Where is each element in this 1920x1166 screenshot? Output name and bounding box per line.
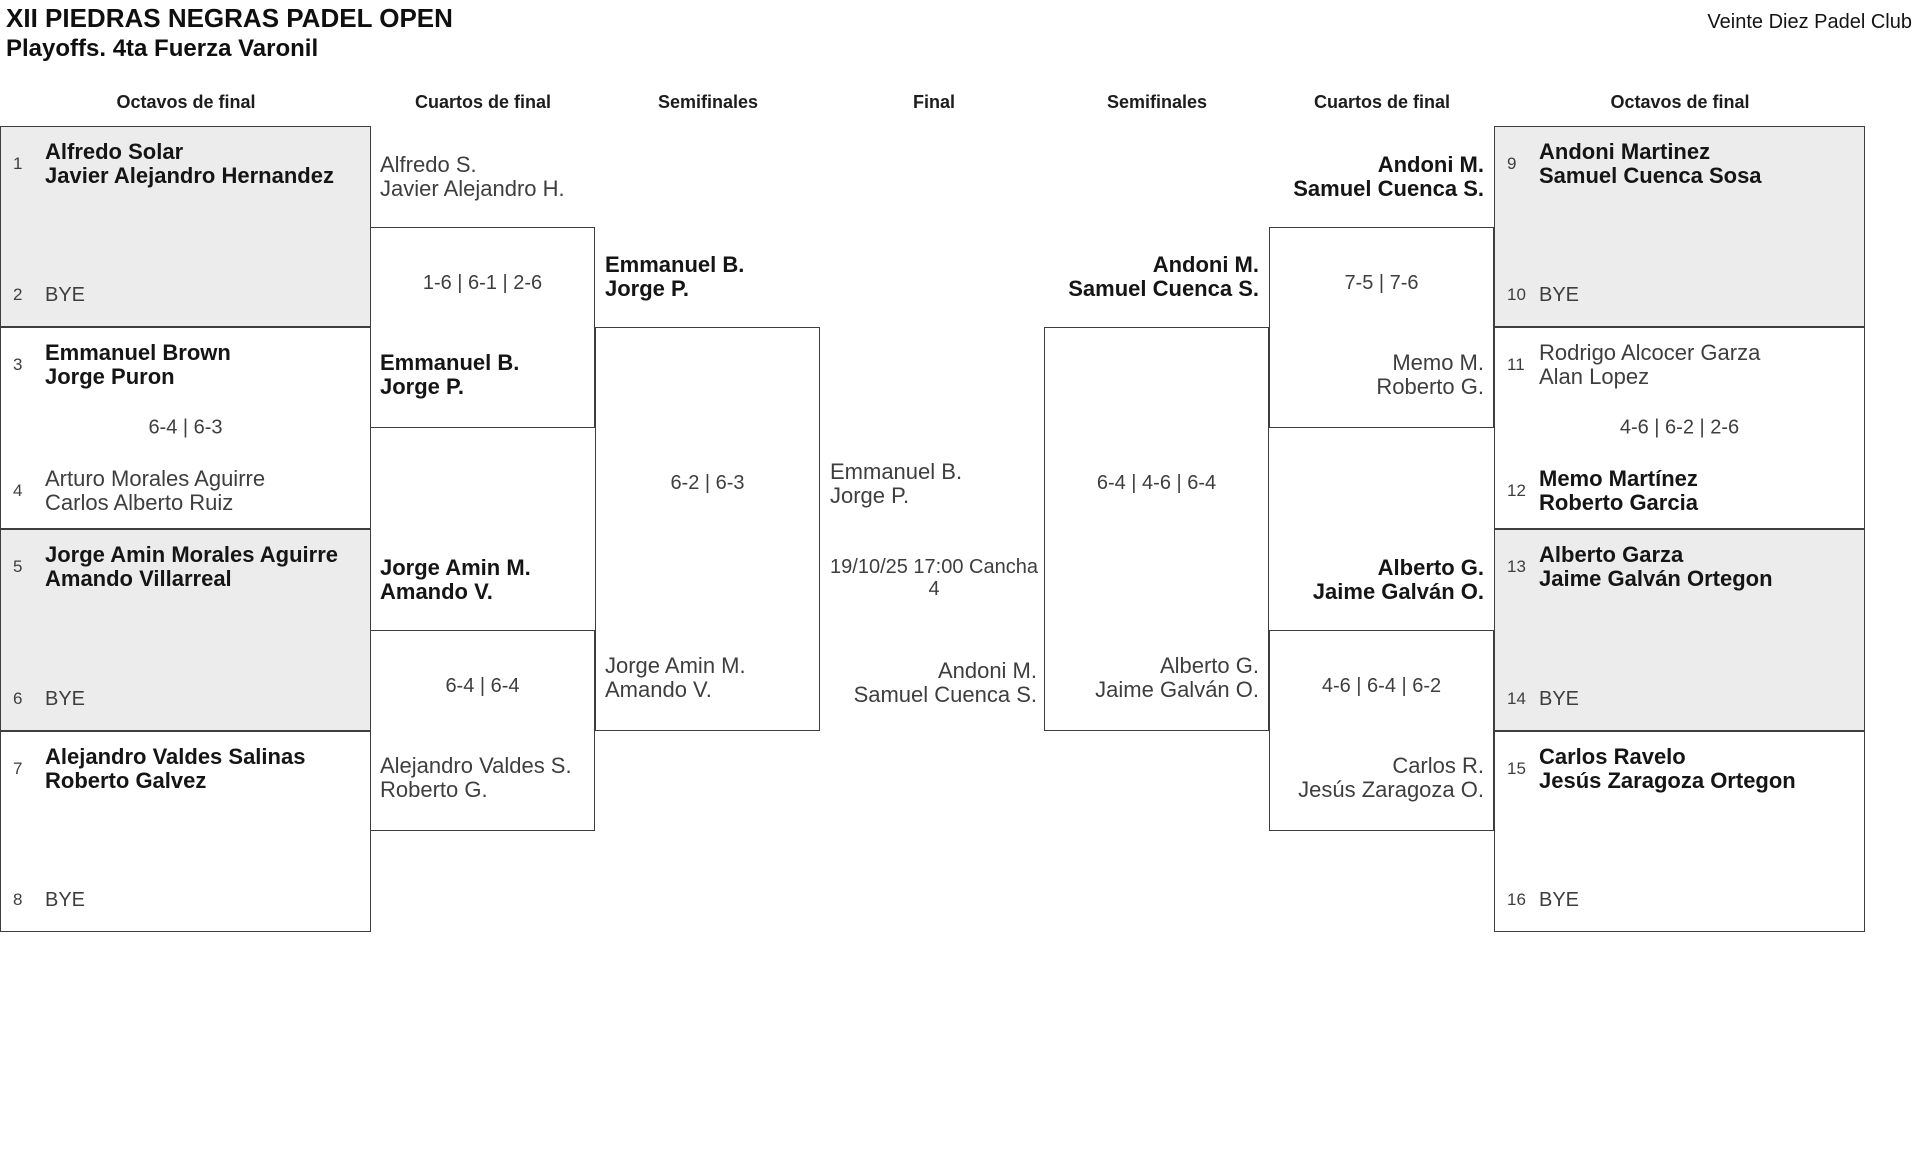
round-header-semis-left: Semifinales bbox=[657, 92, 759, 112]
team-names: Andoni M.Samuel Cuenca S. bbox=[853, 658, 1037, 707]
team-names: Andoni M.Samuel Cuenca S. bbox=[1068, 252, 1259, 301]
team-names: BYE bbox=[45, 688, 86, 710]
team-names: Jorge Amin M.Amando V. bbox=[380, 555, 531, 604]
team-names: Alberto G.Jaime Galván O. bbox=[1312, 555, 1484, 604]
tournament-title-block: XII PIEDRAS NEGRAS PADEL OPEN Playoffs. … bbox=[6, 3, 453, 64]
round-header-cuartos-right: Cuartos de final bbox=[1313, 92, 1451, 112]
team-names: BYE bbox=[1539, 889, 1580, 911]
team-names: Emmanuel B.Jorge P. bbox=[605, 252, 745, 301]
tournament-subtitle: Playoffs. 4ta Fuerza Varonil bbox=[6, 35, 319, 62]
tournament-title: XII PIEDRAS NEGRAS PADEL OPEN bbox=[6, 3, 453, 33]
seed-number: 10 bbox=[1507, 285, 1526, 304]
team-row: 14 BYE bbox=[1507, 687, 1856, 711]
seed-number: 4 bbox=[13, 481, 23, 500]
round-header-octavos-left: Octavos de final bbox=[116, 92, 256, 112]
match-qf-3[interactable]: Andoni M.Samuel Cuenca S. 7-5 | 7-6 Memo… bbox=[1269, 153, 1494, 428]
seed-number: 14 bbox=[1507, 689, 1526, 708]
match-sf-2[interactable]: Andoni M.Samuel Cuenca S. 6-4 | 4-6 | 6-… bbox=[1044, 253, 1269, 731]
round-header-final: Final bbox=[912, 92, 955, 112]
team-row: 2 BYE bbox=[13, 283, 362, 307]
match-score: 1-6 | 6-1 | 2-6 bbox=[422, 272, 543, 294]
match-score: 6-4 | 6-4 bbox=[445, 675, 520, 697]
match-qf-2[interactable]: Jorge Amin M.Amando V. 6-4 | 6-4 Alejand… bbox=[370, 556, 595, 831]
final-schedule: 19/10/25 17:00 Cancha 4 bbox=[830, 556, 1038, 600]
team-names: BYE bbox=[1539, 688, 1580, 710]
team-names: Emmanuel B.Jorge P. bbox=[380, 350, 520, 399]
team-names: Alberto G.Jaime Galván O. bbox=[1095, 653, 1259, 702]
match-score: 6-2 | 6-3 bbox=[670, 472, 745, 494]
seed-number: 12 bbox=[1507, 481, 1526, 500]
match-score: 6-4 | 4-6 | 6-4 bbox=[1096, 472, 1217, 494]
match-sf-1[interactable]: Emmanuel B.Jorge P. 6-2 | 6-3 Jorge Amin… bbox=[595, 253, 820, 731]
seed-number: 13 bbox=[1507, 557, 1526, 576]
seed-number: 11 bbox=[1507, 355, 1525, 374]
team-names: BYE bbox=[45, 889, 86, 911]
seed-number: 6 bbox=[13, 689, 23, 708]
match-score: 7-5 | 7-6 bbox=[1344, 272, 1419, 294]
club-name: Veinte Diez Padel Club bbox=[1707, 11, 1912, 33]
team-row: 8 BYE bbox=[13, 888, 362, 912]
team-names: Alejandro Valdes S.Roberto G. bbox=[380, 753, 572, 802]
round-header-octavos-right: Octavos de final bbox=[1610, 92, 1750, 112]
match-score: 4-6 | 6-2 | 2-6 bbox=[1619, 416, 1740, 439]
seed-number: 9 bbox=[1507, 154, 1517, 173]
seed-number: 7 bbox=[13, 759, 23, 778]
seed-number: 15 bbox=[1507, 759, 1526, 778]
team-row: 6 BYE bbox=[13, 687, 362, 711]
team-row: 16 BYE bbox=[1507, 888, 1856, 912]
seed-number: 8 bbox=[13, 890, 23, 909]
team-names: BYE bbox=[1539, 284, 1580, 306]
match-qf-4[interactable]: Alberto G.Jaime Galván O. 4-6 | 6-4 | 6-… bbox=[1269, 556, 1494, 831]
team-names: Andoni M.Samuel Cuenca S. bbox=[1293, 152, 1484, 201]
team-names: BYE bbox=[45, 284, 86, 306]
match-final[interactable]: Emmanuel B.Jorge P. 19/10/25 17:00 Canch… bbox=[820, 430, 1047, 730]
seed-number: 1 bbox=[13, 154, 23, 173]
team-row: 10 BYE bbox=[1507, 283, 1856, 307]
team-names: Memo M.Roberto G. bbox=[1376, 350, 1484, 399]
team-names: Jorge Amin M.Amando V. bbox=[605, 653, 746, 702]
match-score: 4-6 | 6-4 | 6-2 bbox=[1321, 675, 1442, 697]
team-names: Emmanuel B.Jorge P. bbox=[830, 459, 963, 508]
seed-number: 5 bbox=[13, 557, 23, 576]
seed-number: 2 bbox=[13, 285, 23, 304]
seed-number: 16 bbox=[1507, 890, 1526, 909]
team-names: Carlos R.Jesús Zaragoza O. bbox=[1298, 753, 1484, 802]
team-names: Alfredo S.Javier Alejandro H. bbox=[380, 152, 565, 201]
round-header-cuartos-left: Cuartos de final bbox=[414, 92, 552, 112]
seed-number: 3 bbox=[13, 355, 23, 374]
round-header-semis-right: Semifinales bbox=[1106, 92, 1208, 112]
match-score: 6-4 | 6-3 bbox=[148, 416, 223, 439]
match-qf-1[interactable]: Alfredo S.Javier Alejandro H. 1-6 | 6-1 … bbox=[370, 153, 595, 428]
